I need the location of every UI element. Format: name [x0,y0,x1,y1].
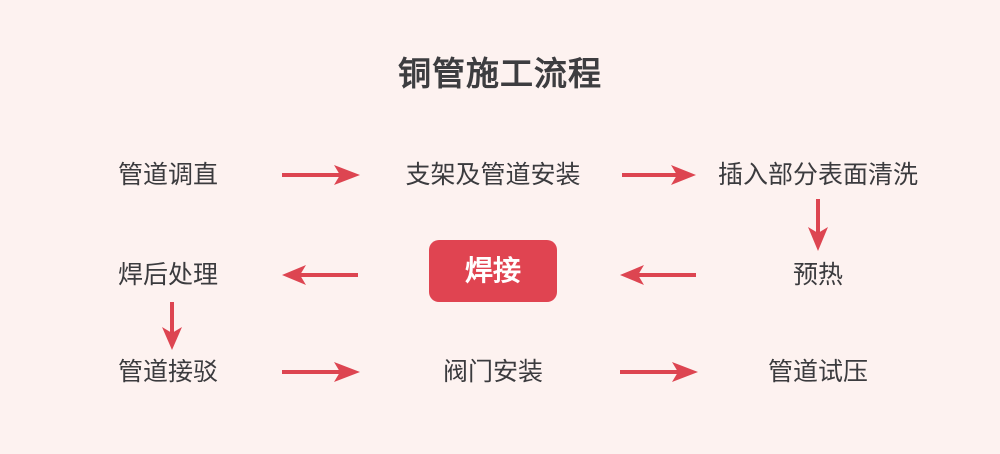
arrow-right-icon-2 [622,162,696,188]
flow-node-zhijiaguandaoanzhuang[interactable]: 支架及管道安装 [405,161,581,189]
arrow-right-icon-3 [282,359,360,385]
arrow-down-icon-2 [159,302,185,350]
flow-node-yure[interactable]: 预热 [792,261,844,289]
flow-node-guandaoshiya[interactable]: 管道试压 [767,358,869,386]
arrow-left-icon-2 [620,262,696,288]
arrow-left-icon-1 [282,262,358,288]
page-title: 铜管施工流程 [398,55,602,92]
arrow-right-icon-4 [620,359,698,385]
flow-node-guandaotiaozhi[interactable]: 管道调直 [117,161,219,189]
flow-node-hanhouchuli[interactable]: 焊后处理 [117,261,219,289]
arrow-down-icon-1 [805,199,831,251]
arrow-right-icon-1 [282,162,360,188]
flow-node-famenanzhuang[interactable]: 阀门安装 [442,358,544,386]
flow-node-charurubiaomianqingxi[interactable]: 插入部分表面清洗 [717,161,919,189]
flow-node-guandaojiebo[interactable]: 管道接驳 [117,358,219,386]
flow-node-hanjie-highlight[interactable]: 焊接 [429,240,557,302]
